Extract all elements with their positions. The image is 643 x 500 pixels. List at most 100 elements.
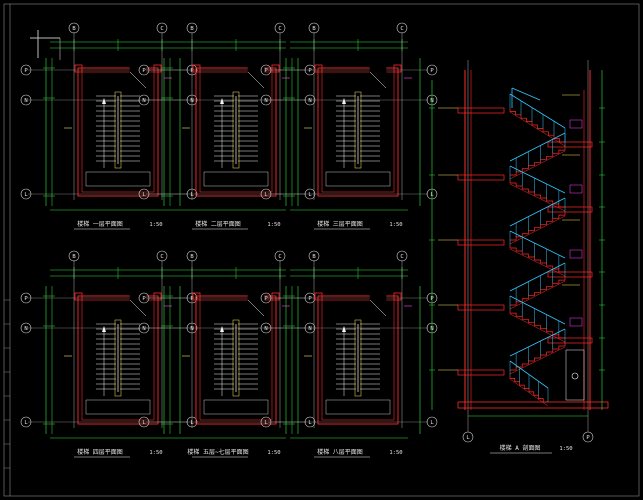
axis-bubble <box>138 292 150 304</box>
floor-slab <box>457 107 505 114</box>
wall-inner <box>199 299 273 421</box>
axis-label: P <box>190 296 194 302</box>
door-opening <box>247 294 265 302</box>
stair-well <box>354 319 362 397</box>
note-box <box>569 119 583 129</box>
axis-label: L <box>24 420 28 426</box>
landing-slab <box>547 271 593 278</box>
stair-soffit <box>509 313 566 343</box>
axis-label: L <box>190 420 194 426</box>
wall-outer <box>195 67 277 197</box>
stair-flight <box>509 108 565 143</box>
floor-slab <box>457 174 505 181</box>
axis-label: P <box>264 296 268 302</box>
stair-well <box>114 319 122 397</box>
handrail <box>509 93 566 129</box>
drawing-header-mark <box>30 30 61 60</box>
axis-label: P <box>264 68 268 74</box>
axis-label: B <box>312 254 316 260</box>
floor-slab <box>457 304 505 311</box>
axis-label: L <box>430 420 434 426</box>
note-box <box>569 317 583 327</box>
column <box>153 292 162 301</box>
axis-label: L <box>466 435 470 441</box>
axis-bubble <box>68 22 80 34</box>
stair-soffit <box>509 215 566 245</box>
stair-well <box>354 91 362 169</box>
stair-flight <box>510 343 566 371</box>
plan-scale: 1:50 <box>149 222 162 228</box>
handrail <box>509 295 566 325</box>
axis-bubble <box>462 431 474 443</box>
plan-title: 楼梯 三层平面图 <box>317 220 363 228</box>
axis-bubble <box>426 64 438 76</box>
axis-label: N <box>142 326 145 332</box>
landing <box>203 171 269 187</box>
landing <box>85 171 151 187</box>
axis-label: C <box>160 254 163 260</box>
axis-label: L <box>142 192 146 198</box>
column <box>393 64 402 73</box>
axis-label: N <box>264 98 267 104</box>
axis-label: L <box>190 192 194 198</box>
axis-bubble <box>20 64 32 76</box>
floor-slab <box>457 369 505 376</box>
axis-label: B <box>72 26 76 32</box>
axis-bubble <box>308 22 320 34</box>
sheet-border <box>3 3 640 497</box>
axis-label: P <box>142 68 146 74</box>
axis-bubble <box>260 416 272 428</box>
axis-bubble <box>20 94 32 106</box>
stair-soffit <box>509 150 566 180</box>
axis-bubble <box>274 22 286 34</box>
plan-title: 楼梯 一层平面图 <box>77 220 123 228</box>
wall-outer <box>77 295 159 425</box>
up-arrow-head <box>102 326 106 332</box>
stair-well <box>114 91 122 169</box>
landing <box>85 399 151 415</box>
stair-well <box>232 319 240 397</box>
axis-label: C <box>400 26 403 32</box>
axis-label: N <box>142 98 145 104</box>
stair-flight <box>509 245 565 273</box>
wall-inner <box>81 299 155 421</box>
up-arrow-head <box>220 326 224 332</box>
landing <box>325 399 391 415</box>
ground-slab <box>457 401 609 409</box>
door-opening <box>369 294 387 302</box>
axis-label: C <box>278 254 281 260</box>
wall-inner <box>321 299 395 421</box>
axis-label: N <box>24 98 27 104</box>
axis-label: L <box>308 192 312 198</box>
wall-outer <box>195 295 277 425</box>
axis-label: L <box>264 420 268 426</box>
axis-bubble <box>260 94 272 106</box>
column <box>314 64 323 73</box>
wall-inner <box>321 71 395 193</box>
axis-bubble <box>260 64 272 76</box>
door-handle <box>571 372 579 380</box>
axis-bubble <box>138 94 150 106</box>
door-swing <box>129 299 147 317</box>
axis-bubble <box>260 292 272 304</box>
plan-title: 楼梯 二层平面图 <box>195 220 241 228</box>
axis-bubble <box>396 22 408 34</box>
column <box>74 292 83 301</box>
plan-scale: 1:50 <box>267 450 280 456</box>
door <box>565 349 585 401</box>
axis-label: P <box>308 296 312 302</box>
axis-label: B <box>72 254 76 260</box>
column <box>192 292 201 301</box>
handrail <box>509 197 566 227</box>
axis-label: C <box>400 254 403 260</box>
plan-scale: 1:50 <box>389 222 402 228</box>
up-arrow-head <box>342 98 346 104</box>
axis-label: L <box>24 192 28 198</box>
note-box <box>569 184 583 194</box>
